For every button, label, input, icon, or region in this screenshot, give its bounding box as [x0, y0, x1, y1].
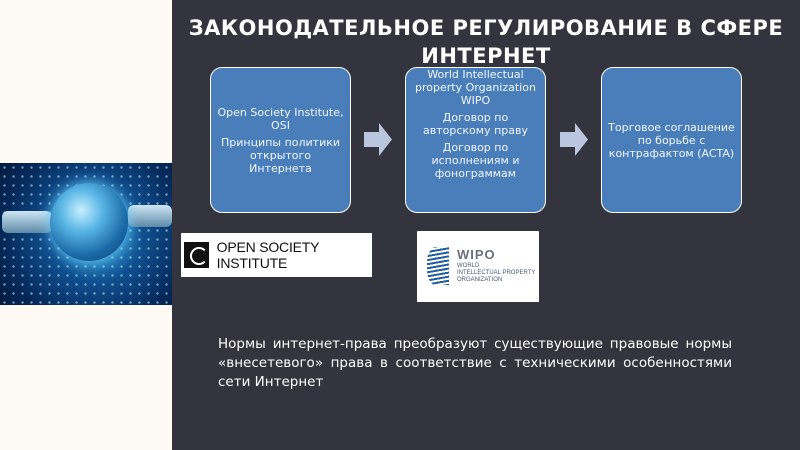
box-line: World Intellectual property Organization… [415, 68, 536, 107]
arrow-right-icon [560, 123, 588, 156]
body-paragraph: Нормы интернет-права преобразуют существ… [218, 336, 732, 390]
globe-icon [50, 183, 128, 261]
acta-box: Торговое соглашение по борьбе с контрафа… [601, 67, 742, 213]
wipo-subtitle-line: INTELLECTUAL PROPERTY [457, 270, 536, 276]
slide-content: ЗАКОНОДАТЕЛЬНОЕ РЕГУЛИРОВАНИЕ В СФЕРЕ ИН… [172, 0, 800, 450]
wipo-globe-icon [427, 247, 449, 285]
network-cable-right [128, 205, 172, 227]
network-cable-left [2, 211, 52, 233]
box-line: Договор по исполнениям и фонограммам [431, 141, 520, 180]
osi-logo-text: OPEN SOCIETY INSTITUTE [216, 239, 320, 271]
arrow-right-icon [364, 123, 392, 156]
wipo-subtitle-line: WORLD [457, 263, 480, 269]
box-line: Принципы политики открытого Интернета [220, 135, 341, 175]
box-line: Open Society Institute, OSI [217, 105, 344, 132]
wipo-logo-subtitle: WORLD INTELLECTUAL PROPERTY ORGANIZATION [457, 263, 535, 284]
wipo-subtitle-line: ORGANIZATION [457, 277, 503, 283]
left-decor-panel [0, 0, 174, 450]
wipo-logo-name: WIPO [457, 247, 496, 262]
wipo-logo: WIPO WORLD INTELLECTUAL PROPERTY ORGANIZ… [417, 231, 539, 302]
osi-box: Open Society Institute, OSI Принципы пол… [210, 67, 351, 213]
box-line: Договор по авторскому праву [423, 111, 528, 137]
globe-network-image [0, 163, 174, 305]
osi-swirl-icon [184, 242, 209, 268]
slide-title: ЗАКОНОДАТЕЛЬНОЕ РЕГУЛИРОВАНИЕ В СФЕРЕ ИН… [188, 16, 784, 68]
box-line: Торговое соглашение по борьбе с контрафа… [608, 120, 735, 160]
osi-logo: OPEN SOCIETY INSTITUTE [181, 233, 372, 277]
wipo-box: World Intellectual property Organization… [405, 67, 546, 213]
